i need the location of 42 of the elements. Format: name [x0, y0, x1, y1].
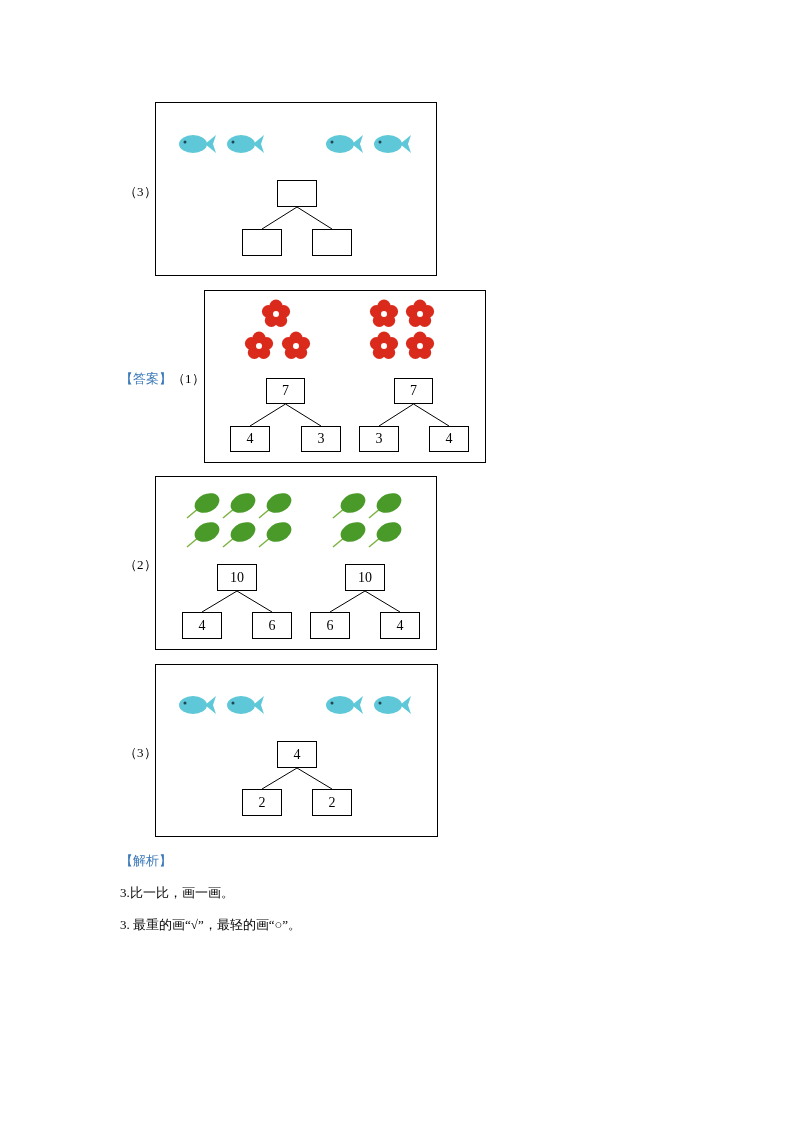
picture-panel	[155, 476, 437, 650]
question-text: 3.比一比，画一画。	[120, 884, 234, 902]
blank-box	[312, 229, 352, 256]
number-box: 2	[312, 789, 352, 816]
picture-panel	[155, 102, 437, 276]
answer-label: 【答案】	[120, 370, 172, 388]
connector-line	[364, 590, 401, 613]
number-box: 4	[277, 741, 317, 768]
number-box: 6	[252, 612, 292, 639]
number-box: 2	[242, 789, 282, 816]
number-box: 10	[345, 564, 385, 591]
connector-line	[249, 403, 286, 427]
connector-line	[261, 206, 298, 230]
number-box: 4	[380, 612, 420, 639]
connector-line	[201, 590, 238, 613]
analysis-heading: 【解析】	[120, 852, 172, 870]
connector-line	[296, 767, 333, 790]
connector-line	[413, 403, 450, 427]
number-box: 6	[310, 612, 350, 639]
connector-line	[261, 767, 298, 790]
item-number: （3）	[124, 183, 157, 201]
number-box: 7	[394, 378, 433, 404]
connector-line	[329, 590, 366, 613]
number-box: 4	[182, 612, 222, 639]
picture-panel	[204, 290, 486, 463]
blank-box	[277, 180, 317, 207]
number-box: 3	[359, 426, 399, 452]
connector-line	[378, 403, 414, 427]
number-box: 10	[217, 564, 257, 591]
item-number: （3）	[124, 744, 157, 762]
number-box: 4	[429, 426, 469, 452]
connector-line	[285, 403, 322, 427]
question-text: 3. 最重的画“√”，最轻的画“○”。	[120, 916, 302, 934]
blank-box	[242, 229, 282, 256]
picture-panel	[155, 664, 438, 837]
connector-line	[236, 590, 273, 613]
number-box: 4	[230, 426, 270, 452]
number-box: 3	[301, 426, 341, 452]
item-number: （1）	[172, 370, 205, 388]
number-box: 7	[266, 378, 305, 404]
item-number: （2）	[124, 556, 157, 574]
connector-line	[296, 206, 333, 230]
